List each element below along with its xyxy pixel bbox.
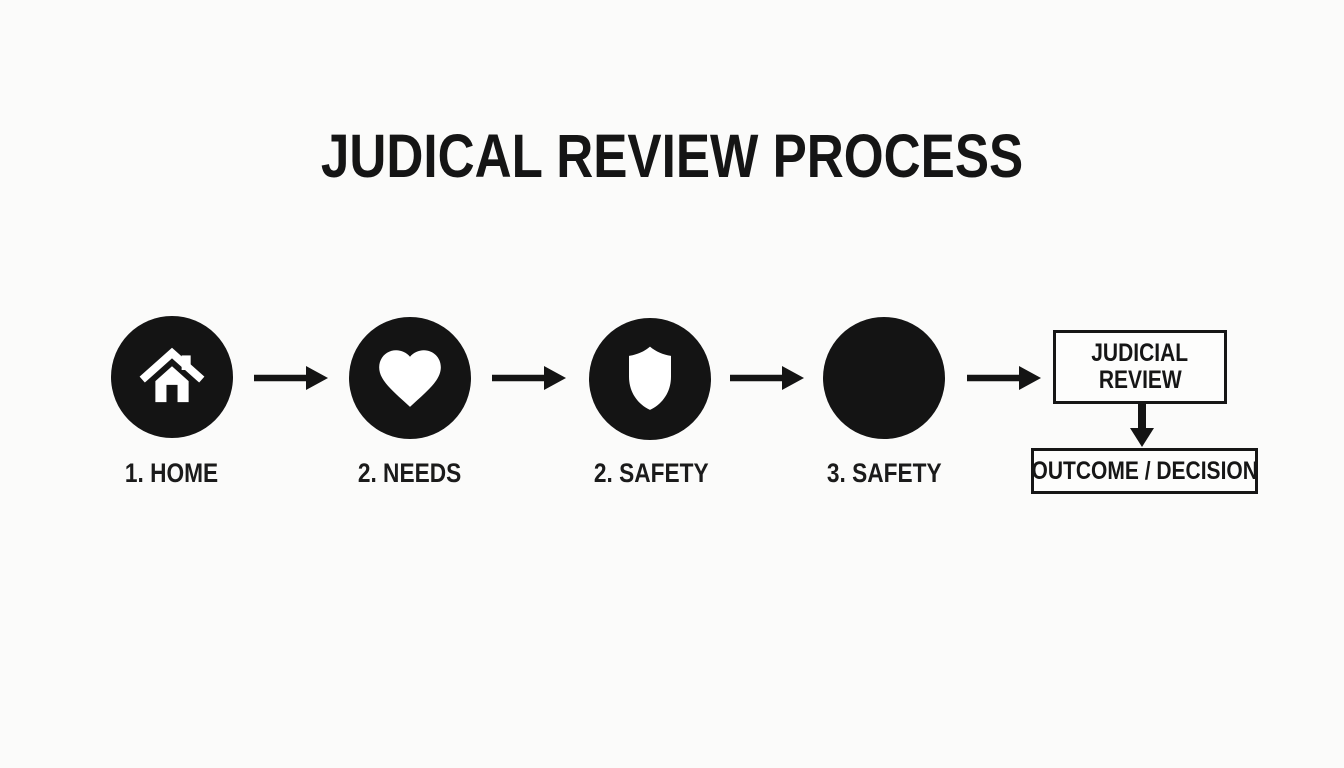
step-label-home: 1. HOME bbox=[125, 458, 219, 488]
flow-arrow-icon bbox=[492, 366, 566, 390]
outcome-decision-box: OUTCOME / DECISION bbox=[1031, 448, 1258, 494]
step-label-needs: 2. NEEDS bbox=[358, 458, 462, 488]
step-circle-needs bbox=[349, 317, 471, 439]
judicial-review-line1: JUDICIAL bbox=[1091, 339, 1189, 367]
flow-arrow-icon bbox=[967, 366, 1041, 390]
judicial-review-box: JUDICIAL REVIEW bbox=[1053, 330, 1227, 404]
outcome-decision-label: OUTCOME / DECISION bbox=[1031, 456, 1258, 485]
flow-arrow-icon bbox=[254, 366, 328, 390]
heart-icon bbox=[379, 350, 441, 407]
page-title: JUDICAL REVIEW PROCESS bbox=[0, 126, 1344, 187]
step-circle-filled bbox=[823, 317, 945, 439]
flow-arrow-icon bbox=[730, 366, 804, 390]
step-label-safety-3: 3. SAFETY bbox=[826, 458, 942, 488]
page-title-text: JUDICAL REVIEW PROCESS bbox=[320, 122, 1024, 190]
home-icon bbox=[139, 347, 205, 403]
down-arrow-icon bbox=[1130, 404, 1154, 447]
judicial-review-line2: REVIEW bbox=[1098, 366, 1182, 394]
step-label-safety-2: 2. SAFETY bbox=[593, 458, 709, 488]
shield-icon bbox=[629, 346, 671, 410]
step-circle-safety bbox=[589, 318, 711, 440]
step-circle-home bbox=[111, 316, 233, 438]
